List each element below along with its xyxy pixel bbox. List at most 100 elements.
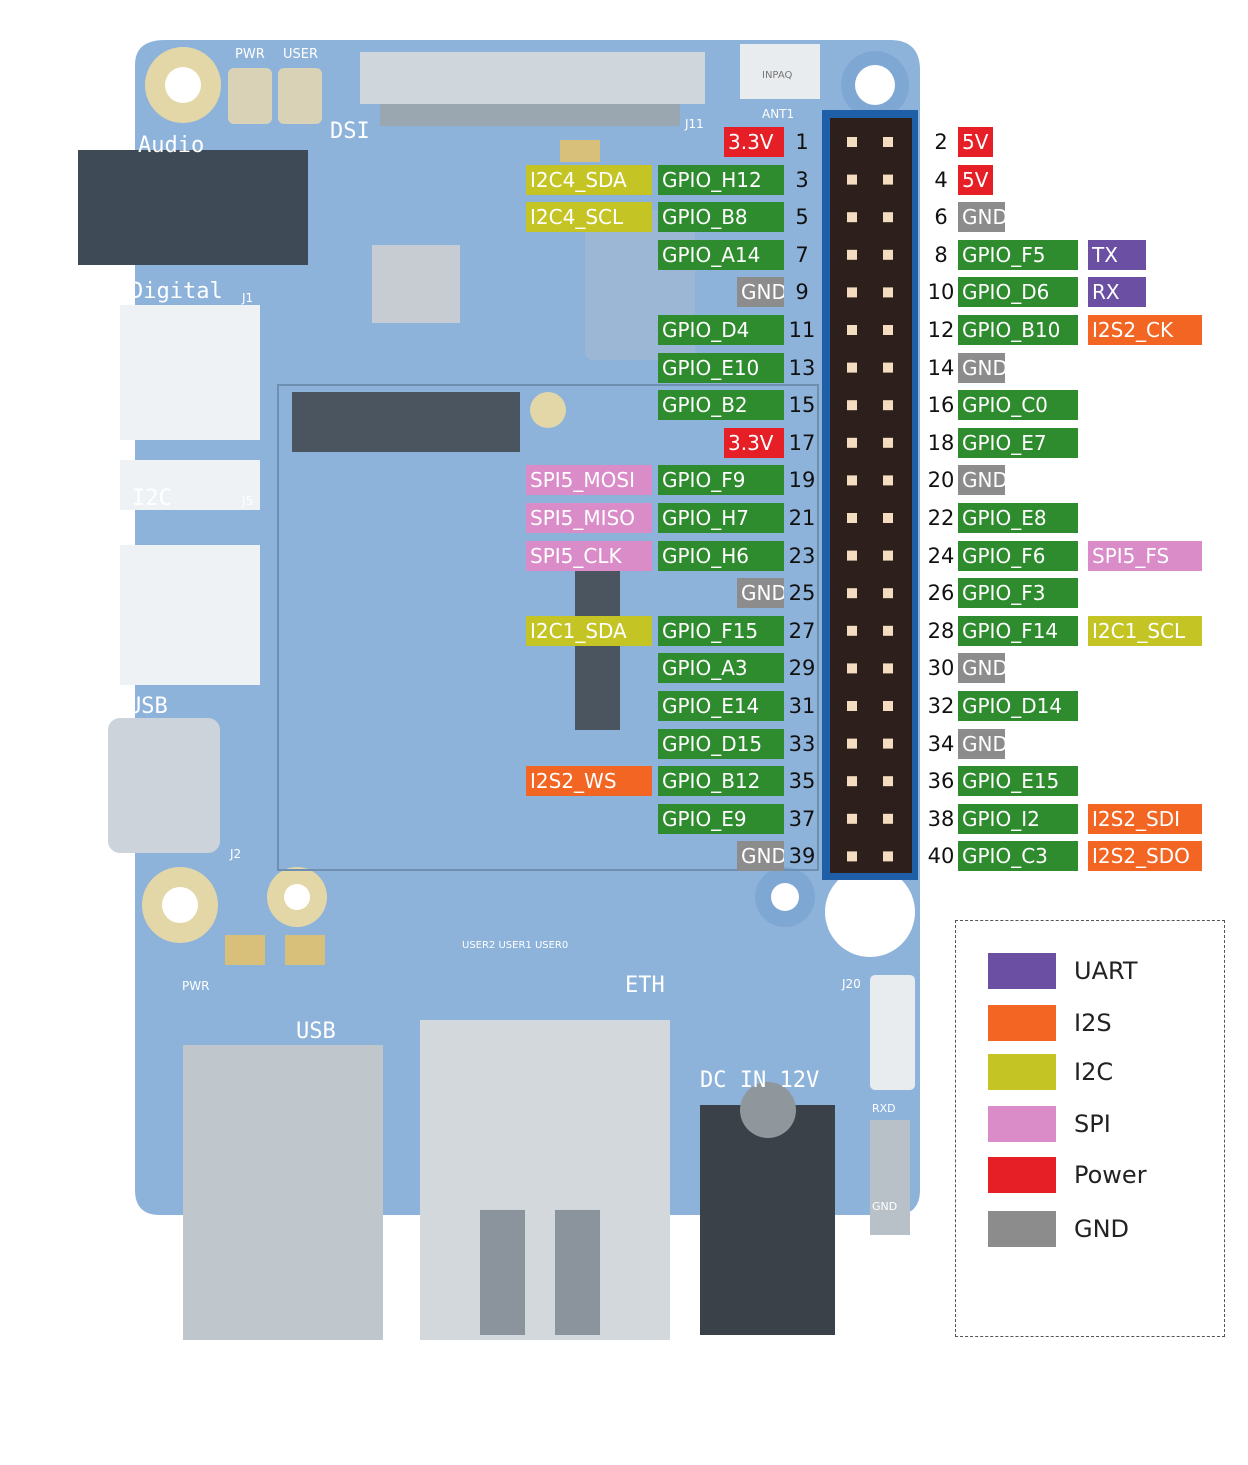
pin-label-gpio: GPIO_E7	[958, 428, 1078, 458]
silk-gnd: GND	[872, 1200, 897, 1213]
header-pin	[847, 701, 857, 711]
silk-dsi: DSI	[330, 119, 370, 144]
header-pin	[883, 174, 893, 185]
header-pin	[847, 813, 857, 824]
header-pin	[883, 813, 893, 824]
silk-j20: J20	[841, 977, 861, 991]
silk-j2: J2	[229, 847, 241, 861]
pin-label-uart: RX	[1088, 277, 1146, 307]
pin-number: 40	[927, 844, 955, 868]
silk-pwr: PWR	[235, 47, 265, 62]
silk-j1: J1	[241, 291, 253, 305]
pin-number: 26	[927, 581, 955, 605]
header-pin	[847, 287, 857, 298]
pin-number: 29	[788, 656, 816, 680]
legend-swatch-uart	[988, 953, 1056, 989]
pin-label-gpio: GPIO_H6	[658, 541, 784, 571]
pin-label-gpio: GPIO_I2	[958, 804, 1078, 834]
pin-label-gnd: GND	[737, 277, 784, 307]
header-pin	[847, 325, 857, 335]
pin-number: 7	[795, 243, 809, 267]
header-pin	[847, 400, 857, 411]
pin-label-spi: SPI5_FS	[1088, 541, 1202, 571]
legend-label-power: Power	[1074, 1161, 1147, 1189]
pin-label-spi: SPI5_MISO	[526, 503, 652, 533]
pin-label-gnd: GND	[737, 841, 784, 871]
legend-label-gnd: GND	[1074, 1215, 1130, 1243]
legend-swatch-i2c	[988, 1054, 1056, 1090]
pin-number: 19	[788, 468, 816, 492]
pin-label-gpio: GPIO_F15	[658, 616, 784, 646]
silk-j11: J11	[684, 117, 704, 131]
pin-number: 20	[927, 468, 955, 492]
pin-number: 8	[934, 243, 948, 267]
legend-label-uart: UART	[1074, 957, 1138, 985]
pin-label-gpio: GPIO_D15	[658, 729, 784, 759]
pin-number: 39	[788, 844, 816, 868]
header-pin	[883, 738, 893, 749]
pin-number: 5	[795, 205, 809, 229]
silk-digital: Digital	[130, 279, 223, 304]
pin-label-gpio: GPIO_H12	[658, 165, 784, 195]
silk-rxd: RXD	[872, 1102, 896, 1115]
pin-label-gpio: GPIO_B2	[658, 390, 784, 420]
silk-j5: J5	[241, 494, 253, 508]
pin-number: 31	[788, 694, 816, 718]
pin-number: 24	[927, 544, 955, 568]
pin-label-gpio: GPIO_E15	[958, 766, 1078, 796]
header-pin	[883, 400, 893, 411]
pin-label-power: 5V	[958, 127, 993, 157]
pin-number: 16	[927, 393, 955, 417]
silk-usb-a: USB	[296, 1019, 336, 1044]
header-pin	[883, 325, 893, 335]
pin-label-gpio: GPIO_B12	[658, 766, 784, 796]
pin-number: 10	[927, 280, 955, 304]
header-pin	[883, 663, 893, 674]
pin-number: 6	[934, 205, 948, 229]
pin-number: 23	[788, 544, 816, 568]
pin-number: 30	[927, 656, 955, 680]
pin-label-gpio: GPIO_F3	[958, 578, 1078, 608]
header-pin	[883, 851, 893, 862]
pin-label-i2s: I2S2_SDO	[1088, 841, 1202, 871]
pin-number: 33	[788, 732, 816, 756]
header-pin	[883, 588, 893, 599]
pin-number: 4	[934, 168, 948, 192]
pin-number: 22	[927, 506, 955, 530]
header-pin	[847, 437, 857, 448]
silk-logo: INPAQ	[762, 70, 792, 81]
pin-label-power: 5V	[958, 165, 993, 195]
header-pin	[883, 437, 893, 448]
header-pin	[883, 701, 893, 711]
legend-label-spi: SPI	[1074, 1110, 1111, 1138]
header-pin	[847, 738, 857, 749]
header-pin	[847, 625, 857, 636]
pin-label-i2s: I2S2_CK	[1088, 315, 1202, 345]
pin-label-gnd: GND	[958, 653, 1005, 683]
pin-number: 21	[788, 506, 816, 530]
pin-label-gpio: GPIO_B10	[958, 315, 1078, 345]
pin-label-i2c: I2C1_SDA	[526, 616, 652, 646]
header-pin	[847, 249, 857, 260]
pin-number: 3	[795, 168, 809, 192]
header-pins	[847, 137, 893, 862]
header-pin	[883, 137, 893, 147]
pin-number: 18	[927, 431, 955, 455]
pin-number: 9	[795, 280, 809, 304]
pin-label-uart: TX	[1088, 240, 1146, 270]
pin-label-gpio: GPIO_E8	[958, 503, 1078, 533]
legend: UART I2S I2C SPI Power GND	[955, 920, 1225, 1337]
pin-label-gpio: GPIO_E10	[658, 353, 784, 383]
header-pin	[883, 776, 893, 787]
header-pin	[847, 212, 857, 223]
header-pin	[847, 137, 857, 147]
pin-number: 1	[795, 130, 809, 154]
pin-number: 38	[927, 807, 955, 831]
header-pin	[847, 588, 857, 599]
header-pin	[883, 362, 893, 373]
pin-number: 11	[788, 318, 816, 342]
header-pin	[883, 212, 893, 223]
header-pin	[847, 475, 857, 486]
pin-label-gpio: GPIO_F14	[958, 616, 1078, 646]
pin-label-i2s: I2S2_SDI	[1088, 804, 1202, 834]
